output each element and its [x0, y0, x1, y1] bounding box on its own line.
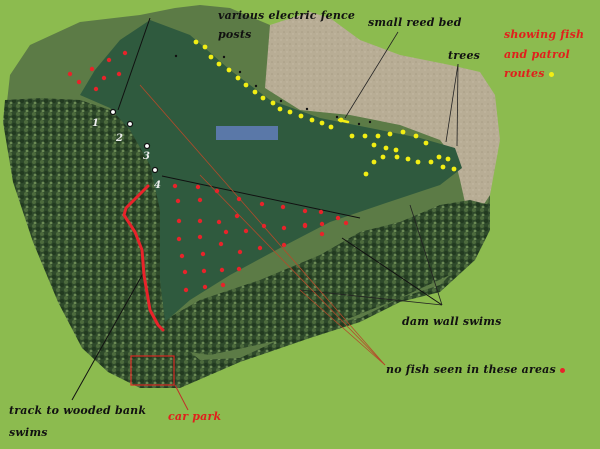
- swim-markers: [109, 108, 159, 174]
- pointer-line-trees-2: [456, 63, 459, 147]
- swim-number-3: 3: [143, 151, 151, 162]
- label-fence-posts-line1: various electric fence: [218, 9, 356, 22]
- pointer-line-nofish-3: [299, 289, 386, 366]
- pointer-line-dam-2: [409, 204, 443, 306]
- label-no-fish-text: no fish seen in these areas: [386, 363, 556, 376]
- pointer-line-reed: [344, 31, 399, 119]
- pointer-line-dam-3: [299, 289, 443, 306]
- legend-line3-text: routes: [504, 67, 545, 80]
- label-car-park: car park: [168, 410, 222, 423]
- woodland-dam: [165, 200, 490, 355]
- pointer-line-dam-1: [341, 237, 443, 306]
- fence-posts: [174, 54, 372, 126]
- reed-bed-marker: [337, 118, 350, 124]
- legend-line2: and patrol: [504, 48, 570, 61]
- pointer-line-trees-1: [445, 63, 459, 143]
- swim-number-4: 4: [154, 180, 162, 191]
- pointer-line-fence-4: [161, 175, 361, 219]
- car-park-box: [130, 355, 175, 386]
- fish-legend-dot-icon: [559, 367, 565, 373]
- pointer-line-carpark: [174, 384, 189, 411]
- blue-patch: [216, 126, 278, 140]
- label-dam-wall: dam wall swims: [402, 315, 502, 328]
- label-track-line2: swims: [9, 426, 48, 439]
- legend-line3: routes: [504, 68, 554, 79]
- swim-number-1: 1: [92, 118, 100, 129]
- pointer-line-track: [71, 269, 146, 401]
- track-route: [122, 184, 165, 332]
- woodland-left: [3, 98, 490, 388]
- field-area: [265, 12, 500, 225]
- label-fence-posts-line2: posts: [218, 28, 252, 41]
- patrol-legend-dot-icon: [548, 71, 554, 77]
- fish-markers-north: [67, 50, 128, 92]
- label-reed-bed: small reed bed: [368, 16, 462, 29]
- label-no-fish: no fish seen in these areas: [386, 364, 565, 375]
- label-trees: trees: [448, 49, 481, 62]
- pointer-line-nofish-2: [199, 174, 386, 366]
- legend-line1: showing fish: [504, 28, 585, 41]
- lake-water: [80, 20, 462, 322]
- pointer-line-fence: [117, 17, 151, 111]
- fish-markers-south: [172, 183, 349, 293]
- swim-number-2: 2: [116, 133, 124, 144]
- label-track-line1: track to wooded bank: [9, 404, 147, 417]
